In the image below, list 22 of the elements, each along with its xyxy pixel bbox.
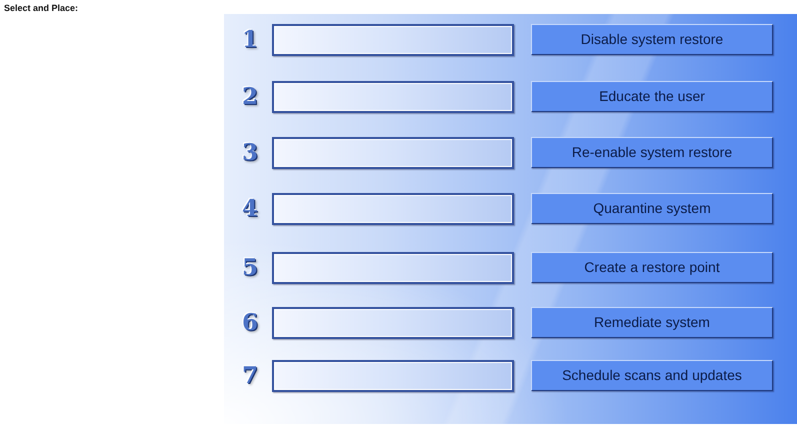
step-number: 7: [242, 363, 258, 389]
answer-box: [272, 193, 514, 225]
step-number: 2: [242, 84, 258, 110]
step-number: 4: [242, 196, 258, 222]
step-number: 1: [242, 27, 258, 53]
answer-tile: Educate the user: [531, 81, 773, 112]
answer-tile: Remediate system: [531, 307, 773, 338]
answer-tile: Create a restore point: [531, 252, 773, 283]
answer-tile: Schedule scans and updates: [531, 360, 773, 391]
heading: Select and Place:: [4, 3, 78, 13]
answer-box: [272, 137, 514, 169]
answer-box: [272, 24, 514, 56]
step-number: 6: [242, 310, 258, 336]
answer-tile: Re-enable system restore: [531, 137, 773, 168]
answer-box: [272, 307, 514, 339]
answer-box: [272, 81, 514, 113]
answer-tile: Disable system restore: [531, 24, 773, 55]
answer-tile: Quarantine system: [531, 193, 773, 224]
answer-box: [272, 360, 514, 392]
step-number: 5: [242, 255, 258, 281]
step-number: 3: [242, 140, 258, 166]
answer-box: [272, 252, 514, 284]
